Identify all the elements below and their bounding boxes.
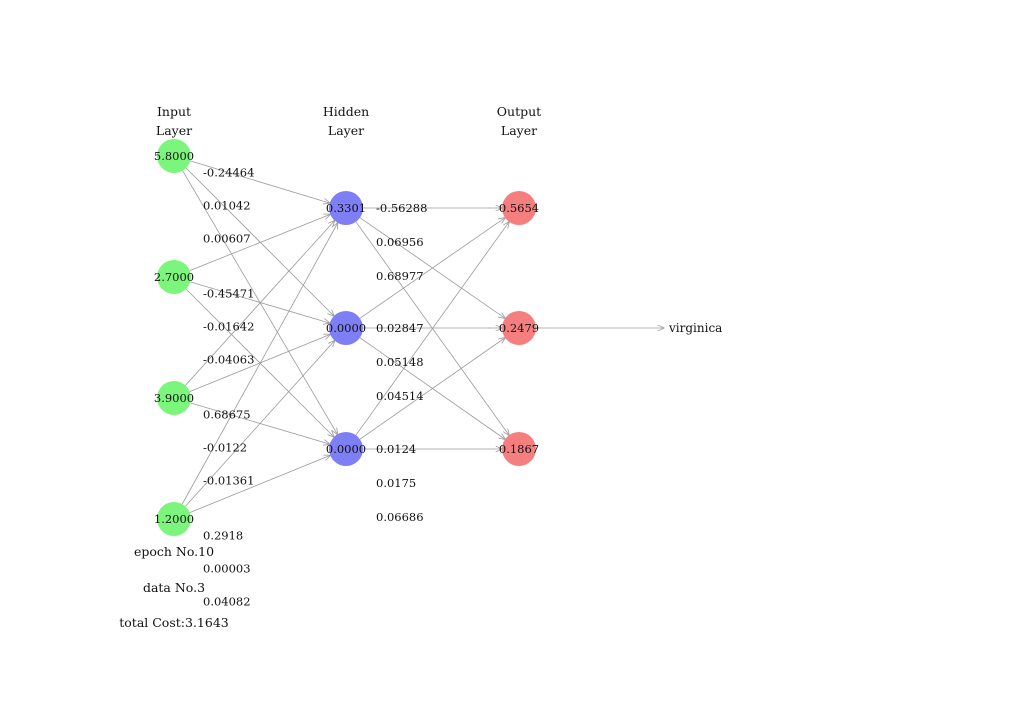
layer-titles: Input Layer Hidden Layer Output Layer — [156, 104, 541, 138]
edge-input-0-hidden-0 — [190, 160, 329, 203]
input-node-0 — [157, 139, 191, 173]
weight-input-2-hidden-0: 0.68675 — [203, 408, 251, 422]
input-node-2-value: 3.9000 — [154, 391, 194, 405]
weight-hidden-2-output-1: 0.0175 — [376, 476, 416, 490]
output-class-label: virginica — [668, 321, 722, 335]
hidden-layer-title-line1: Hidden — [323, 104, 369, 119]
output-layer-title-line2: Layer — [501, 123, 537, 138]
weight-input-2-hidden-1: -0.0122 — [203, 441, 247, 455]
weight-hidden-1-output-2: 0.04514 — [376, 389, 424, 403]
total-cost-text: total Cost:3.1643 — [119, 615, 229, 630]
input-node-3 — [157, 502, 191, 536]
weight-input-1-hidden-0: -0.45471 — [203, 287, 254, 301]
edge-input-3-hidden-2 — [189, 455, 331, 513]
input-layer-title-line2: Layer — [156, 123, 192, 138]
output-node-1-value: 0.2479 — [499, 321, 539, 335]
hidden-node-1-value: 0.0000 — [326, 321, 366, 335]
weight-hidden-0-output-1: 0.06956 — [376, 235, 424, 249]
weight-input-1-hidden-2: -0.04063 — [203, 353, 254, 367]
hidden-node-1 — [329, 311, 363, 345]
output-node-1 — [502, 311, 536, 345]
weight-input-3-hidden-1: 0.00003 — [203, 562, 251, 576]
input-node-0-value: 5.8000 — [154, 149, 194, 163]
weight-input-0-hidden-1: 0.01042 — [203, 199, 251, 213]
edge-input-2-hidden-0 — [185, 221, 334, 386]
weight-input-0-hidden-2: 0.00607 — [203, 232, 251, 246]
edge-hidden-2-output-1 — [359, 338, 505, 440]
weight-hidden-0-output-2: 0.68977 — [376, 269, 424, 283]
connections — [181, 160, 664, 513]
input-node-1-value: 2.7000 — [154, 270, 194, 284]
hidden-node-2 — [329, 432, 363, 466]
edge-hidden-2-output-0 — [355, 222, 509, 436]
weight-hidden-1-output-1: 0.05148 — [376, 355, 424, 369]
training-info: epoch No.10 data No.3 total Cost:3.1643 — [119, 544, 229, 630]
weight-hidden-2-output-2: 0.06686 — [376, 510, 424, 524]
hidden-node-0 — [329, 191, 363, 225]
input-node-2 — [157, 381, 191, 415]
weight-hidden-1-output-0: 0.02847 — [376, 321, 424, 335]
output-node-2 — [502, 432, 536, 466]
weight-input-3-hidden-0: 0.2918 — [203, 529, 243, 543]
epoch-text: epoch No.10 — [134, 544, 214, 559]
edge-hidden-1-output-0 — [359, 218, 505, 319]
hidden-node-2-value: 0.0000 — [326, 442, 366, 456]
edge-input-3-hidden-1 — [185, 341, 334, 507]
output-node-0-value: 0.5654 — [499, 201, 539, 215]
input-node-1 — [157, 260, 191, 294]
output-layer-title-line1: Output — [497, 104, 541, 119]
weight-hidden-2-output-0: 0.0124 — [376, 442, 416, 456]
weight-input-1-hidden-1: -0.01642 — [203, 320, 254, 334]
weight-input-3-hidden-2: 0.04082 — [203, 595, 251, 609]
data-index-text: data No.3 — [143, 580, 205, 595]
weight-input-0-hidden-0: -0.24464 — [203, 166, 254, 180]
weight-input-2-hidden-2: -0.01361 — [203, 474, 254, 488]
hidden-node-0-value: 0.3301 — [326, 201, 366, 215]
weight-labels: -0.24464 0.01042 0.00607 -0.45471 -0.01642 -0… — [203, 166, 427, 609]
input-node-3-value: 1.2000 — [154, 512, 194, 526]
hidden-layer-title-line2: Layer — [328, 123, 364, 138]
neurons: 5.8000 2.7000 3.9000 1.2000 0.3301 0.0000 0.00… — [154, 139, 539, 536]
output-node-0 — [502, 191, 536, 225]
edge-input-3-hidden-0 — [181, 223, 338, 505]
output-node-2-value: 0.1867 — [499, 442, 539, 456]
edge-input-1-hidden-0 — [189, 214, 330, 272]
edge-input-0-hidden-1 — [185, 167, 334, 316]
input-layer-title-line1: Input — [157, 104, 191, 119]
weight-hidden-0-output-0: -0.56288 — [376, 201, 427, 215]
